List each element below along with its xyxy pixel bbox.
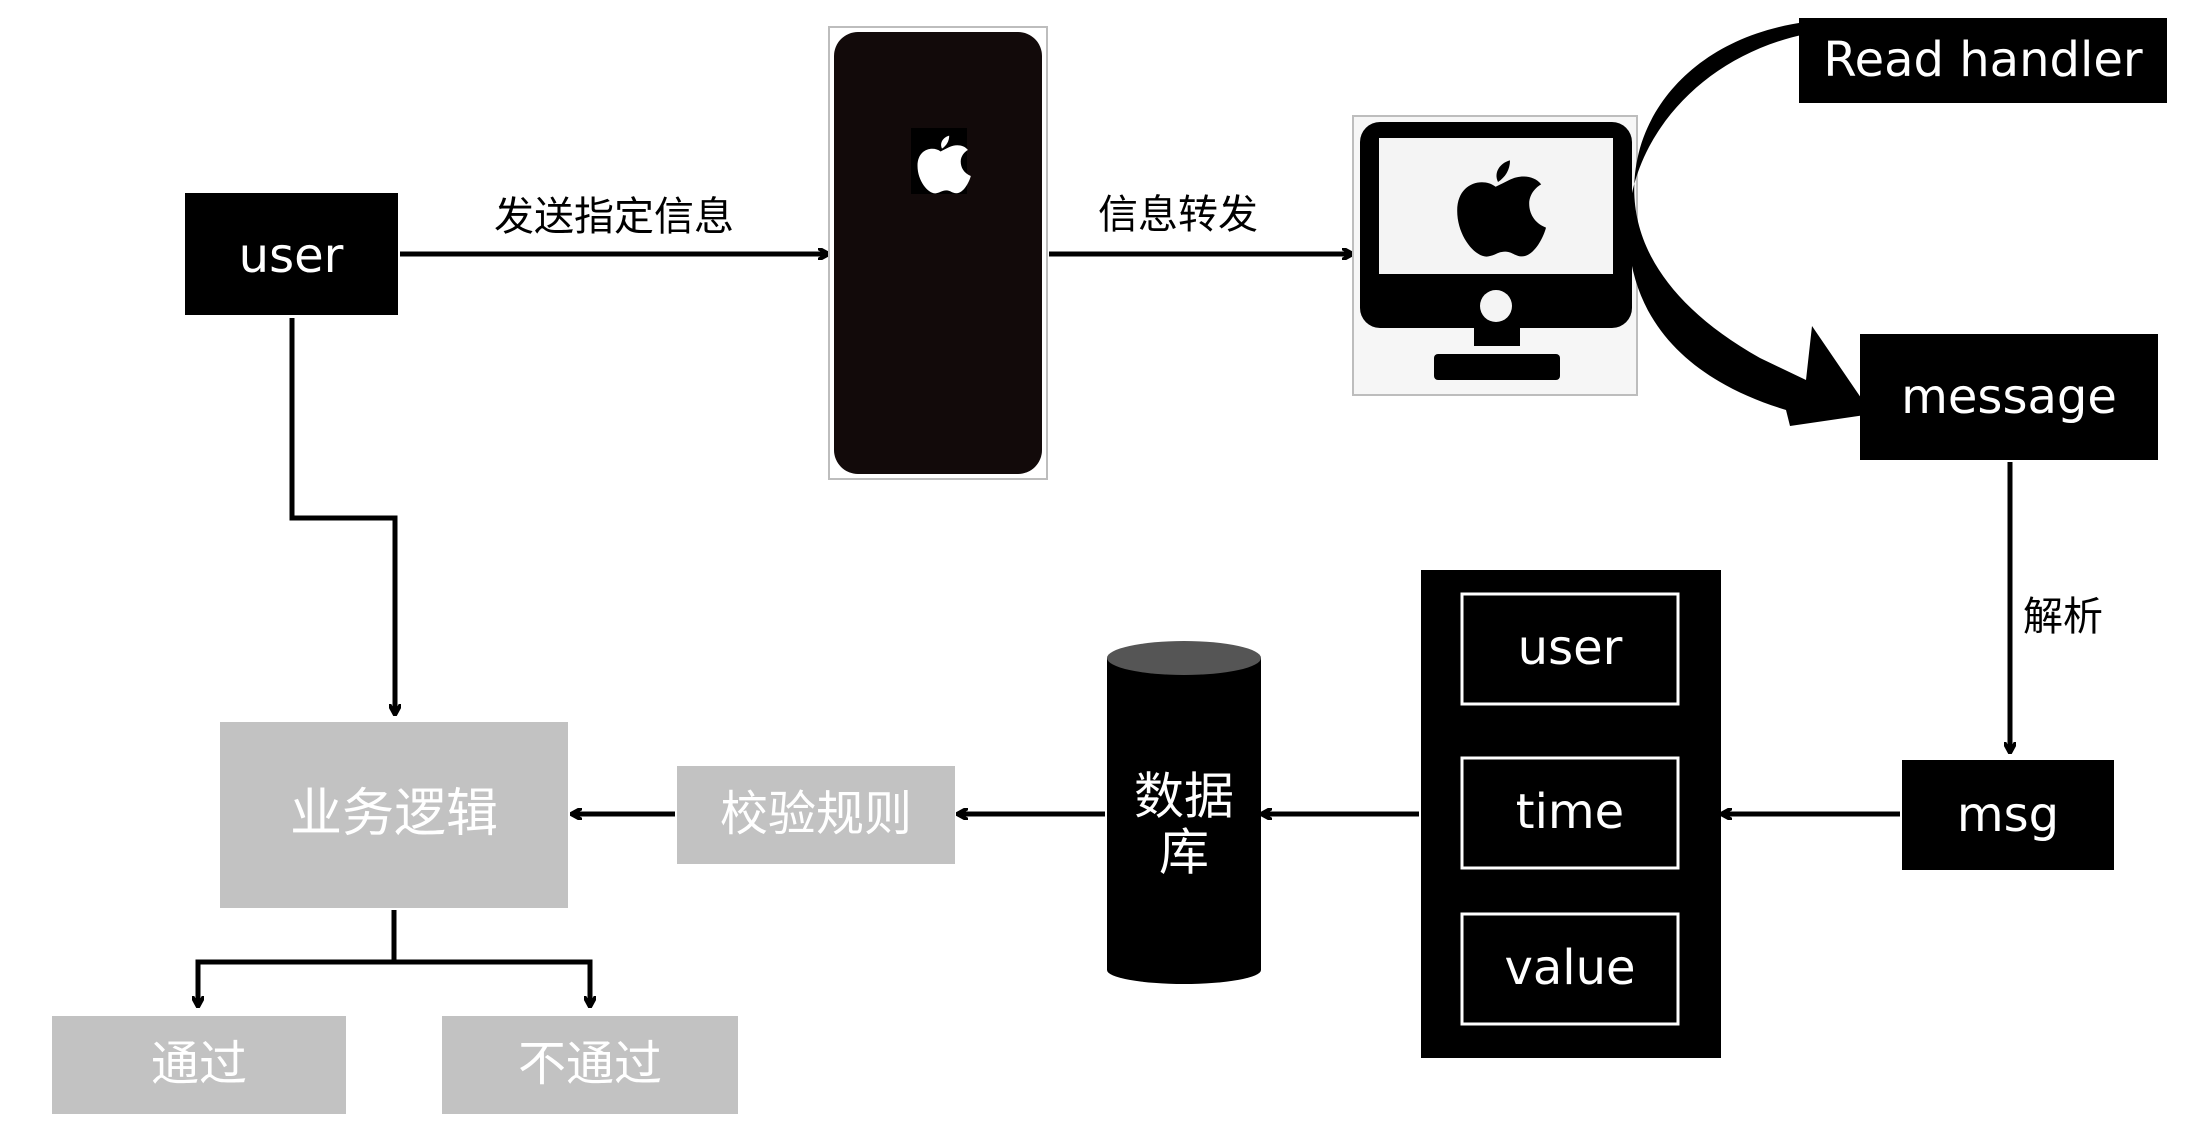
database-label-line2: 库 [1159,824,1209,882]
business-logic-node: 业务逻辑 [220,722,568,908]
message-node: message [1860,334,2158,460]
edge-business-to-fail [394,959,590,1006]
read-handler-node: Read handler [1799,18,2167,103]
msg-node: msg [1902,760,2114,870]
edge-business-to-pass [198,959,394,1006]
edge-forward-label: 信息转发 [1098,192,1258,238]
read-handler-label: Read handler [1823,32,2142,88]
validation-rules-node: 校验规则 [677,766,955,864]
pass-label: 通过 [151,1036,247,1092]
desktop-monitor-icon [1352,115,1638,396]
business-logic-label: 业务逻辑 [290,784,498,844]
smartphone-icon [828,26,1048,480]
fail-node: 不通过 [442,1016,738,1114]
record-field-value: value [1504,940,1635,996]
user-node-label: user [239,228,344,284]
message-label: message [1901,369,2117,425]
user-node: user [185,193,398,315]
record-field-time: time [1516,784,1624,840]
record-node: user time value [1421,570,1721,1058]
edge-user-to-business [289,318,395,714]
edge-parse-label: 解析 [2023,594,2103,640]
curved-arrow-icon [1628,22,1872,426]
validation-rules-label: 校验规则 [720,786,912,842]
msg-label: msg [1957,787,2059,843]
pass-node: 通过 [52,1016,346,1114]
fail-label: 不通过 [518,1036,662,1092]
database-label-line1: 数据 [1134,768,1234,826]
record-field-user: user [1518,620,1623,676]
database-node: 数据 库 [1107,641,1261,984]
edge-send-label: 发送指定信息 [494,194,734,240]
